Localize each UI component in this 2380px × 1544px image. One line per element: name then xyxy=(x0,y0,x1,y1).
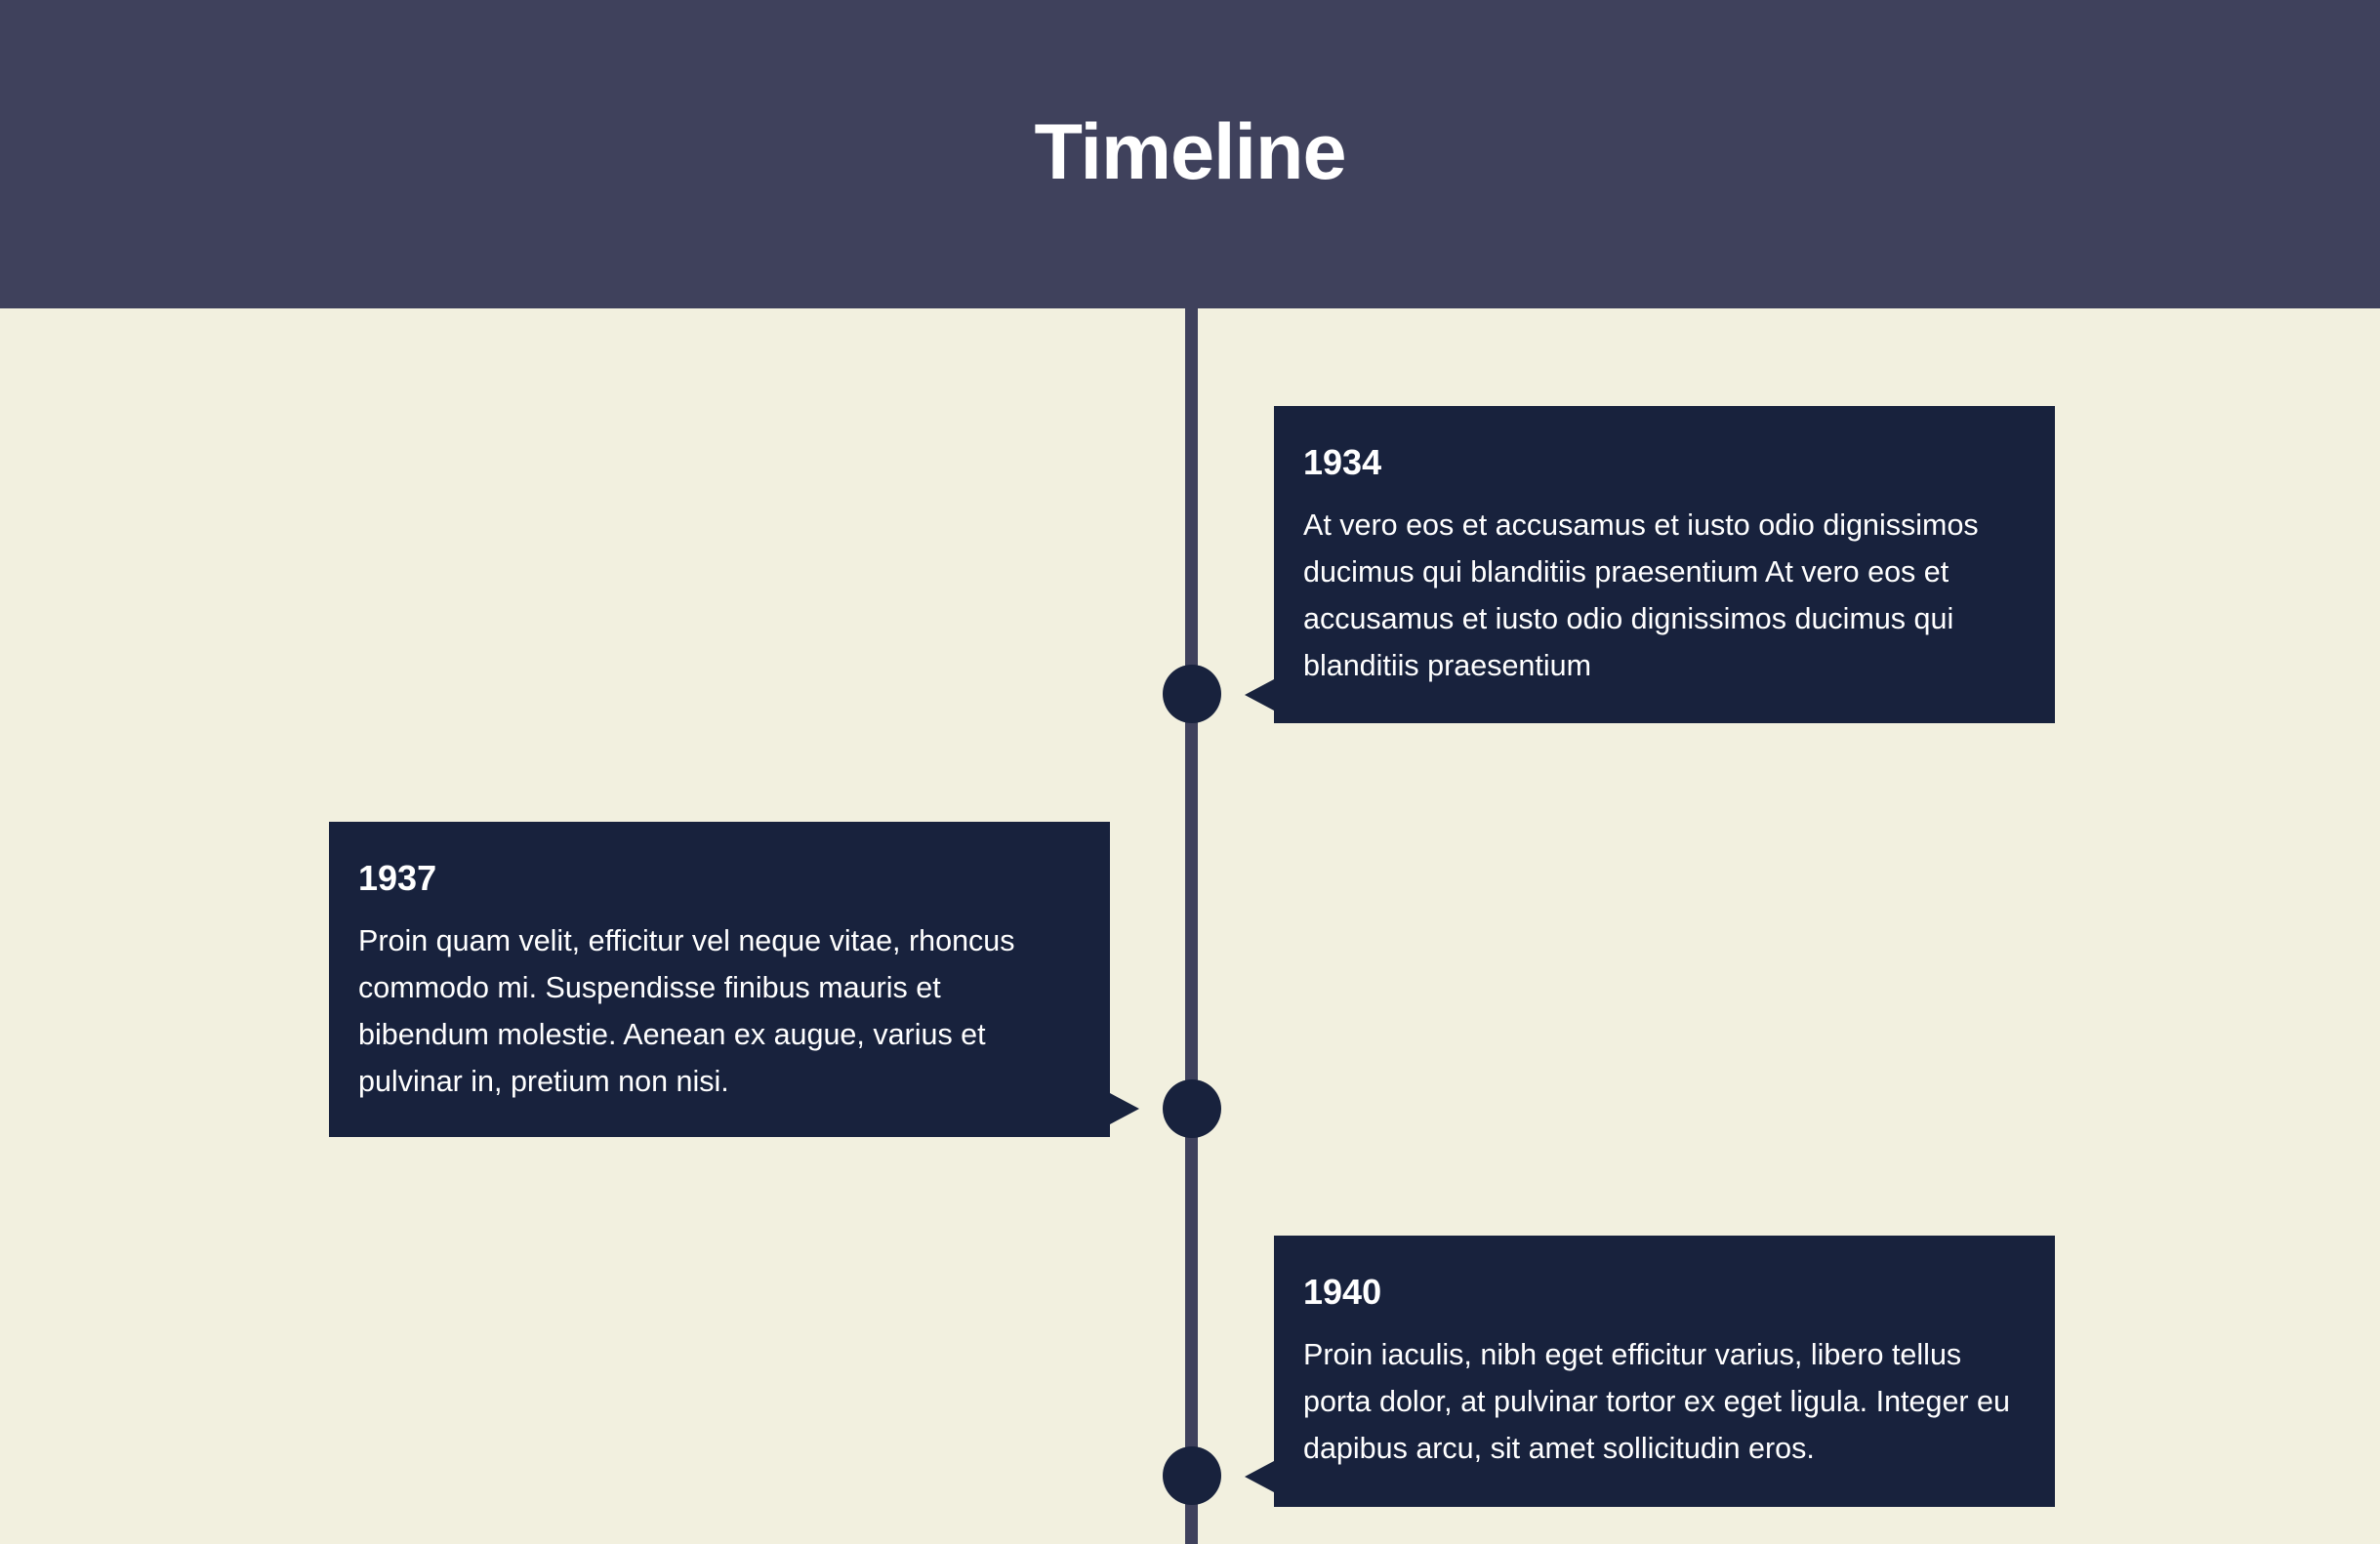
timeline-card-text: Proin quam velit, efficitur vel neque vi… xyxy=(358,924,1015,1098)
timeline-card-1934: 1934 At vero eos et accusamus et iusto o… xyxy=(1274,406,2055,723)
timeline-card-pointer xyxy=(1245,1461,1274,1492)
timeline-dot xyxy=(1163,1079,1221,1138)
timeline-card-1937: 1937 Proin quam velit, efficitur vel neq… xyxy=(329,822,1110,1137)
timeline-card-text: Proin iaculis, nibh eget efficitur variu… xyxy=(1303,1338,2010,1465)
timeline-dot xyxy=(1163,1446,1221,1505)
timeline-card-year: 1934 xyxy=(1303,442,1382,482)
timeline-card-pointer xyxy=(1110,1093,1139,1124)
timeline-card-year: 1937 xyxy=(358,858,437,898)
timeline-card-pointer xyxy=(1245,679,1274,711)
page-header: Timeline xyxy=(0,0,2380,308)
timeline-dot xyxy=(1163,665,1221,723)
page-title: Timeline xyxy=(1034,107,1346,196)
timeline-line xyxy=(1185,308,1198,1544)
timeline-card-text: At vero eos et accusamus et iusto odio d… xyxy=(1303,508,1979,682)
timeline-card-1940: 1940 Proin iaculis, nibh eget efficitur … xyxy=(1274,1236,2055,1507)
timeline-card-year: 1940 xyxy=(1303,1272,1382,1312)
